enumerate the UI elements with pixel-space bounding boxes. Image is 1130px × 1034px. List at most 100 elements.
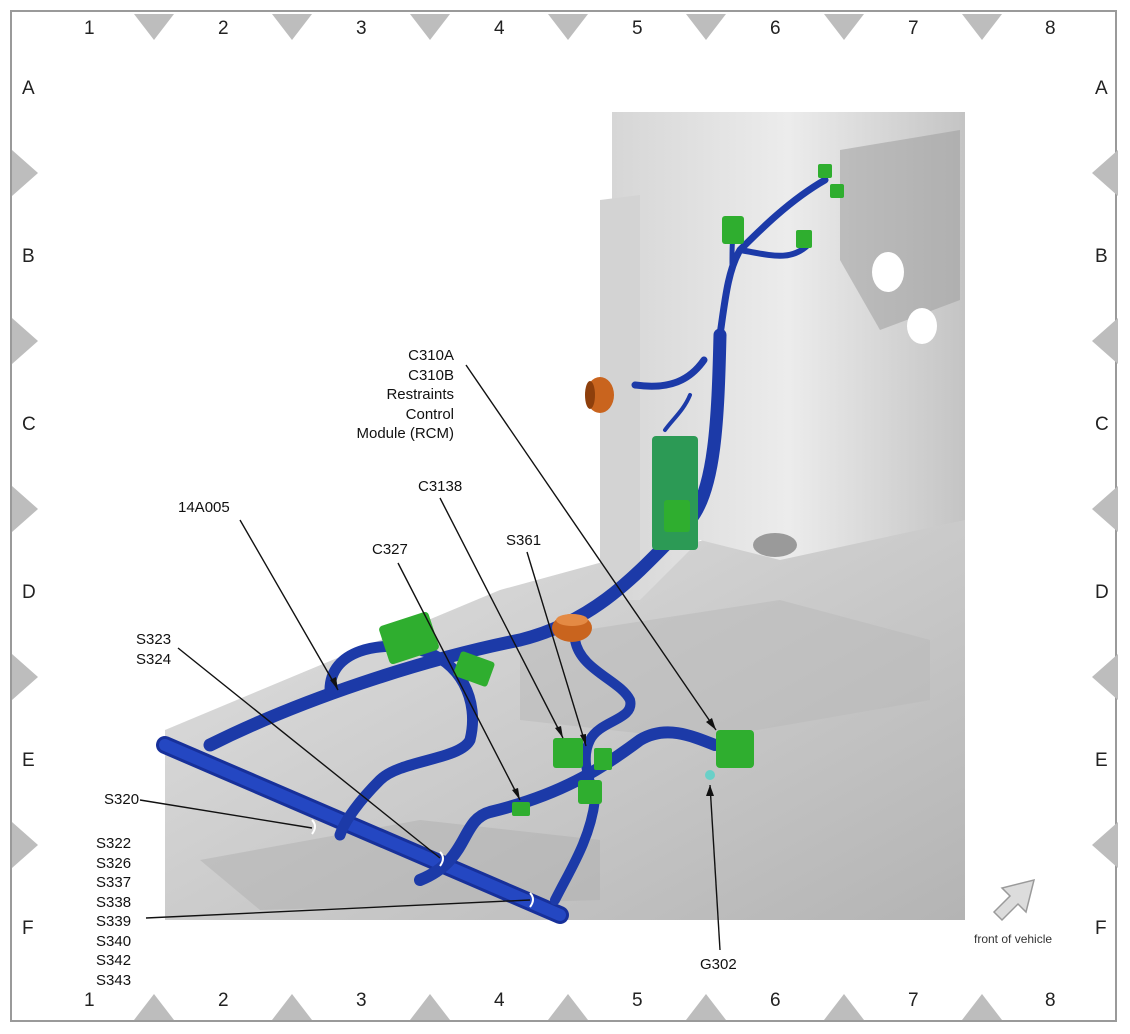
leader-line [465,364,717,731]
frame-marker [12,150,38,196]
callout-line: Module (RCM) [356,425,454,442]
grid-row-label: B [1095,246,1108,267]
grid-column-label: 2 [218,990,229,1011]
harness-segment [159,739,566,921]
leader-line [709,784,721,951]
harness-segment [631,356,708,390]
splice-marker [529,892,534,908]
leader-line [139,799,313,829]
grid-row-label: B [22,246,35,267]
frame-marker [272,14,312,40]
grid-column-label: 5 [632,18,643,39]
frame-marker [410,994,450,1020]
frame-marker [134,14,174,40]
connector [716,730,754,768]
grid-column-label: 4 [494,18,505,39]
callout-line: S337 [96,874,132,891]
splice-list-callout: S322 S326 S337 S338 S339 S340 S342 S343 [96,834,131,990]
splice-markers [311,819,534,908]
arrowhead [512,788,520,800]
arrowhead [706,785,714,796]
arrow-icon [992,878,1036,922]
ground-point [705,770,715,780]
callout-line: S340 [96,932,132,950]
pillar-recess [840,130,960,330]
connector [818,164,832,178]
c327-callout: C327 [372,541,408,558]
grid-column-label: 5 [632,990,643,1011]
body-hole [872,252,904,292]
frame-marker [410,14,450,40]
s320-callout: S320 [104,791,140,808]
frame-marker [1092,486,1118,532]
grid-row-label: D [1095,582,1109,603]
leader-line [439,497,564,739]
grid-column-label: 6 [770,18,781,39]
leader-line [177,647,441,859]
grid-row-label: A [1095,78,1108,99]
callout-line: S338 [96,893,132,911]
frame-marker [548,14,588,40]
floor-rib [520,600,930,740]
harness-callout: 14A005 [178,499,230,516]
grommet [556,614,588,626]
connector [594,748,612,770]
body-hole [753,533,797,557]
grommet [585,381,595,409]
wire-harness [156,176,829,924]
frame-marker [686,994,726,1020]
splice-marker [439,851,444,867]
frame-marker [12,822,38,868]
callout-line: S322 [96,835,132,852]
grid-column-label: 7 [908,990,919,1011]
grid-row-label: A [22,78,35,99]
connector [664,500,690,532]
harness-segment [663,393,692,432]
frame-marker [134,994,174,1020]
s323-s324-callout: S323 S324 [136,630,171,669]
connector [553,738,583,768]
frame-marker [1092,318,1118,364]
grid-row-label: F [22,918,34,939]
grommets [552,377,614,642]
rcm-callout: C310A C310B Restraints Control Module (R… [340,346,454,444]
grid-column-label: 2 [218,18,229,39]
callout-line: S324 [136,650,172,668]
s361-callout: S361 [506,532,542,549]
callout-line: C310B [408,366,454,384]
frame-marker [686,14,726,40]
grid-column-label: 7 [908,18,919,39]
frame-marker [12,318,38,364]
connector [512,802,530,816]
frame-marker [824,14,864,40]
arrow-icon [992,878,1036,922]
grid-column-label: 1 [84,990,95,1011]
vehicle-body [165,112,965,920]
splice-marker [311,819,316,835]
leader-line [145,899,531,919]
grid-column-label: 6 [770,990,781,1011]
frame-marker [12,486,38,532]
grid-column-label: 8 [1045,18,1056,39]
grid-column-label: 1 [84,18,95,39]
grid-row-label: C [22,414,36,435]
grid-column-label: 3 [356,18,367,39]
frame-marker [272,994,312,1020]
connector [453,651,495,687]
restraints-control-module [652,436,698,550]
grid-row-label: E [1095,750,1108,771]
callout-line: Restraints [386,386,454,403]
callout-line: S323 [136,631,172,648]
leader-line [526,551,587,747]
connectors [379,164,844,816]
door-frame [600,195,640,600]
grid-column-label: 3 [356,990,367,1011]
grid-row-label: F [1095,918,1107,939]
grid-column-label: 8 [1045,990,1056,1011]
frame-markers [12,14,1118,1020]
callout-line: S339 [96,913,132,930]
connector [796,230,812,248]
front-of-vehicle-label: front of vehicle [974,932,1053,946]
arrowheads [330,677,716,800]
